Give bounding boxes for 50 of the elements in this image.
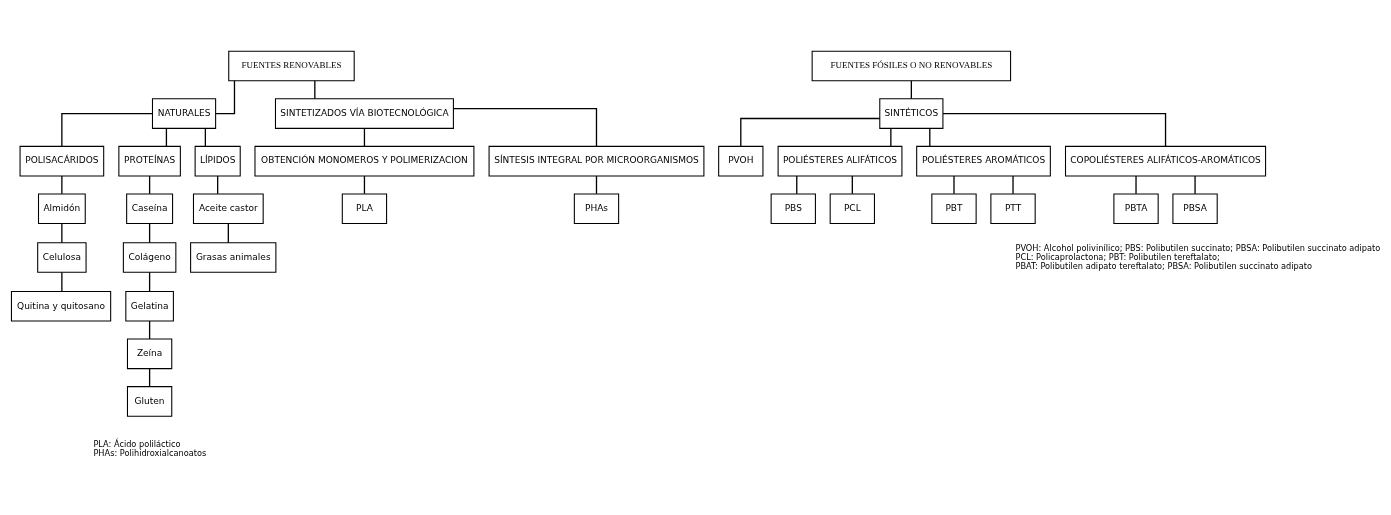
connector — [61, 175, 63, 195]
node-box: POLISACÁRIDOS — [19, 145, 105, 177]
node-box: SÍNTESIS INTEGRAL POR MICROORGANISMOS — [488, 145, 705, 177]
node-box: PBS — [770, 193, 816, 224]
connector — [148, 222, 151, 244]
node-box: POLIÉSTERES ALIFÁTICOS — [777, 145, 903, 177]
node-box: Caseína — [126, 193, 174, 224]
connector — [890, 127, 892, 147]
node-box: PROTEÍNAS — [118, 145, 181, 177]
node-box: PTT — [990, 193, 1036, 224]
connector — [953, 175, 955, 195]
node-box: Colágeno — [122, 242, 177, 273]
connector — [452, 108, 598, 147]
connector — [227, 222, 229, 244]
node-box: NATURALES — [151, 98, 217, 129]
connector — [61, 112, 153, 148]
node-box: PBSA — [1172, 193, 1218, 224]
connector — [61, 222, 63, 244]
node-box: FUENTES FÓSILES O NO RENOVABLES — [811, 50, 1012, 82]
node-box: Almidón — [37, 193, 86, 224]
node-box: PVOH — [718, 145, 764, 177]
connector — [1135, 175, 1137, 195]
node-box: OBTENCIÓN MONOMEROS Y POLIMERIZACION — [254, 145, 475, 177]
node-box: SINTÉTICOS — [879, 98, 944, 129]
node-box: LÍPIDOS — [194, 145, 241, 177]
node-box: Grasas animales — [190, 242, 277, 273]
connector — [148, 271, 151, 293]
connector — [61, 271, 63, 293]
node-box: PCL — [829, 193, 875, 224]
node-box: PBTA — [1113, 193, 1159, 224]
node-box: Quitina y quitosano — [10, 291, 112, 322]
node-box: SINTETIZADOS VÍA BIOTECNOLÓGICA — [274, 98, 454, 129]
node-box: Zeína — [126, 338, 173, 370]
label: PVOH: Alcohol polivinílico; PBS: Polibutilen succinato; PBSA: Polibutilen succinato adipato — [1015, 242, 1381, 253]
connector — [1012, 175, 1014, 195]
node-box: PBT — [931, 193, 977, 224]
node-box: POLIÉSTERES AROMÁTICOS — [916, 145, 1051, 177]
label: PLA: Ácido poliláctico — [93, 438, 181, 449]
connector — [740, 117, 881, 147]
node-box: COPOLIÉSTERES ALIFÁTICOS-AROMÁTICOS — [1064, 145, 1267, 177]
node-box: Celulosa — [37, 242, 87, 273]
connector — [942, 112, 1167, 148]
node-box: Gelatina — [125, 291, 174, 322]
connector — [1194, 175, 1196, 195]
node-box: FUENTES RENOVABLES — [228, 50, 355, 82]
node-box: Aceite castor — [192, 193, 264, 224]
node-box: PLA — [341, 193, 388, 224]
connector — [215, 80, 236, 115]
node-box: Gluten — [126, 386, 173, 417]
node-box: PHAs — [573, 193, 620, 224]
